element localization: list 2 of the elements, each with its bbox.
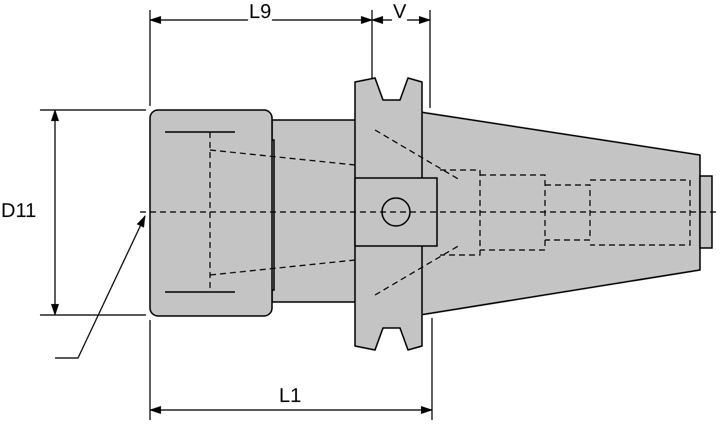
dimension-label: V <box>392 2 408 22</box>
dimension-label: L9 <box>248 2 272 22</box>
